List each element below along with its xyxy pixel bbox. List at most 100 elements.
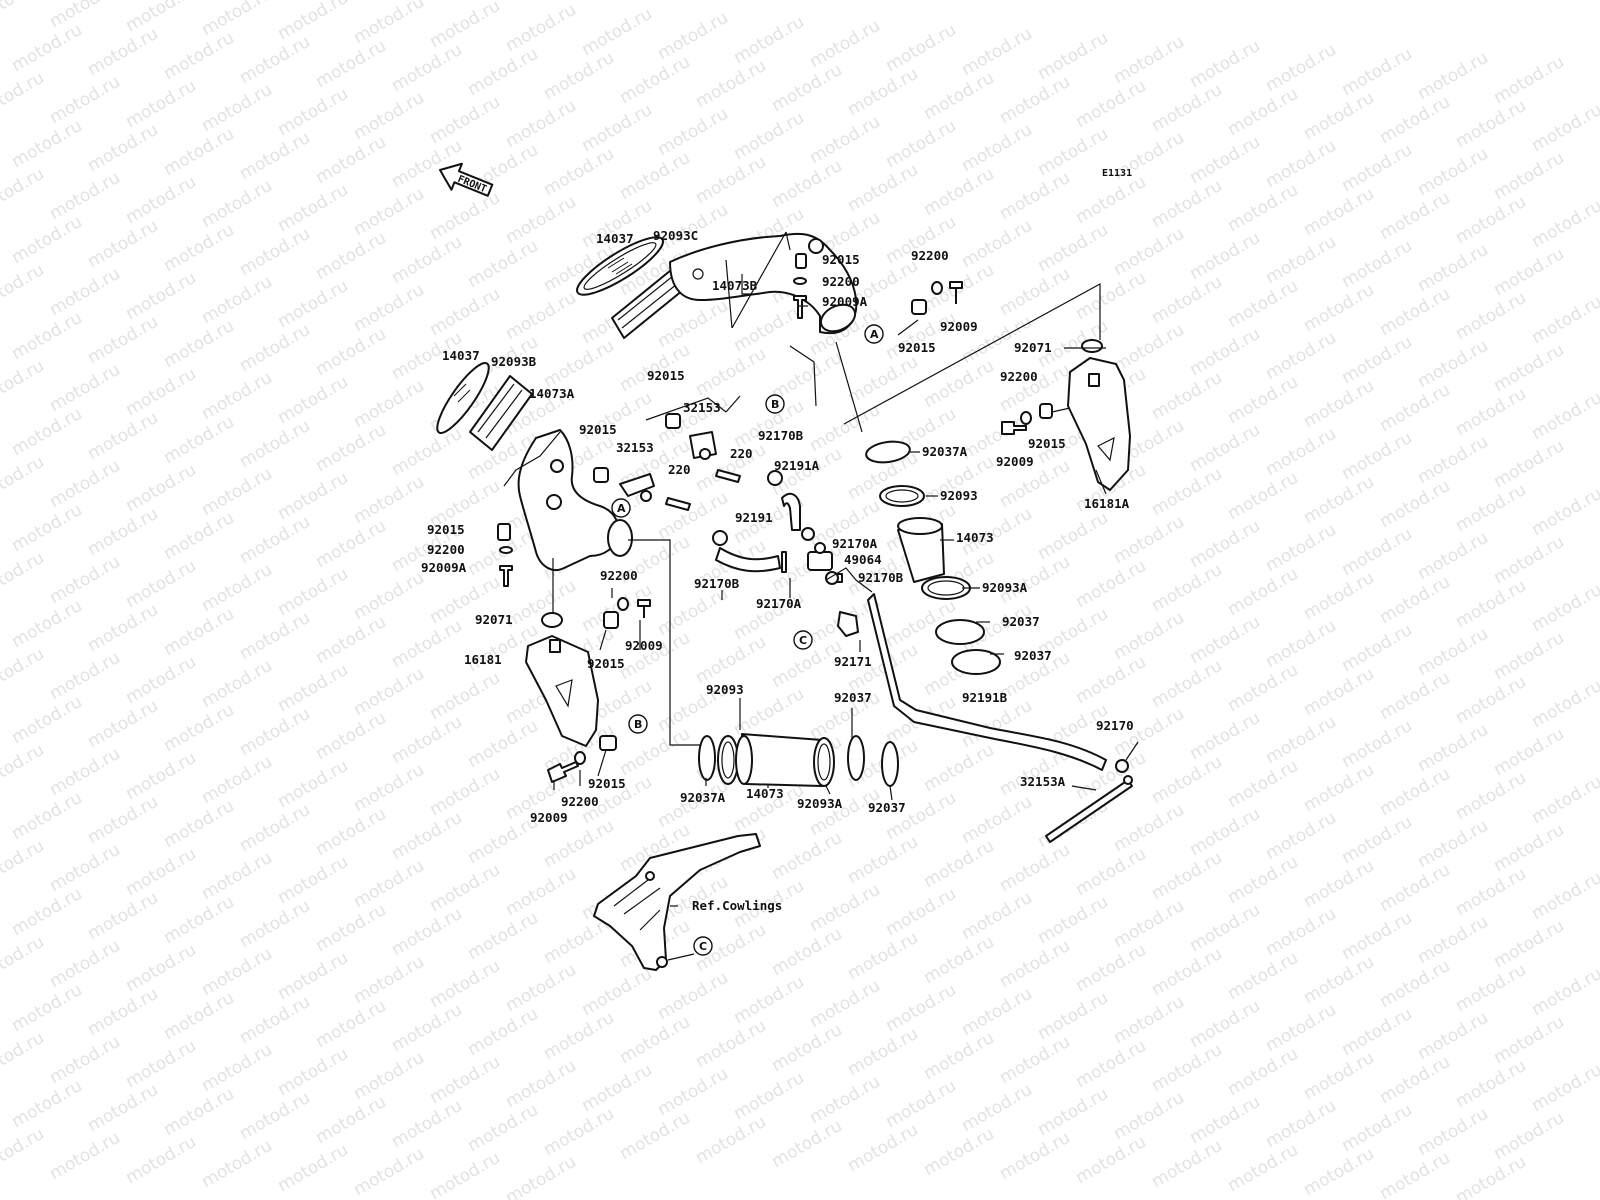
label-92015-b: 92015 bbox=[898, 340, 936, 355]
label-32153A: 32153A bbox=[1020, 774, 1066, 789]
label-14037-l: 14037 bbox=[442, 348, 480, 363]
label-92015-r: 92015 bbox=[1028, 436, 1066, 451]
label-92200-r: 92200 bbox=[1000, 369, 1038, 384]
front-arrow-icon: FRONT bbox=[439, 162, 494, 197]
callout-a-left: A bbox=[611, 498, 631, 518]
label-92015-a: 92015 bbox=[822, 252, 860, 267]
label-92037-d: 92037 bbox=[868, 800, 906, 815]
label-92200-e: 92200 bbox=[427, 542, 465, 557]
label-92037-c: 92037 bbox=[834, 690, 872, 705]
label-16181: 16181 bbox=[464, 652, 502, 667]
label-92191B: 92191B bbox=[962, 690, 1008, 705]
label-32153-b: 32153 bbox=[616, 440, 654, 455]
clamp-92037A-bottom bbox=[698, 735, 716, 781]
pipe-32153A bbox=[1045, 775, 1133, 843]
seal-92093-right bbox=[879, 485, 925, 507]
svg-text:A: A bbox=[870, 328, 879, 341]
label-49064: 49064 bbox=[844, 552, 882, 567]
clamp-92037-right-a bbox=[935, 619, 985, 645]
label-92093C: 92093C bbox=[653, 228, 698, 243]
callout-c-mid: C bbox=[793, 630, 813, 650]
hose-92191B bbox=[867, 593, 1107, 771]
label-220-a: 220 bbox=[730, 446, 753, 461]
label-14037-top: 14037 bbox=[596, 231, 634, 246]
filter-element-top bbox=[576, 236, 664, 296]
label-14073B: 14073B bbox=[712, 278, 758, 293]
label-92093-a: 92093 bbox=[940, 488, 978, 503]
hose-14073-bottom bbox=[735, 733, 823, 787]
label-ref-cowlings: Ref.Cowlings bbox=[692, 898, 782, 913]
clamp-92037-bottom-a bbox=[847, 735, 865, 781]
label-92170A-b: 92170A bbox=[756, 596, 802, 611]
callout-c-bottom: C bbox=[693, 936, 713, 956]
figure-code: E1131 bbox=[1102, 168, 1132, 179]
label-92037-b: 92037 bbox=[1014, 648, 1052, 663]
label-92009A-a: 92009A bbox=[822, 294, 868, 309]
hose-92191 bbox=[715, 547, 781, 573]
label-32153-a: 32153 bbox=[683, 400, 721, 415]
label-92200-g: 92200 bbox=[561, 794, 599, 809]
air-duct-left bbox=[517, 429, 633, 571]
clip-92170 bbox=[1115, 759, 1129, 773]
clamp-92037A-right bbox=[865, 440, 911, 464]
bracket-92171 bbox=[837, 611, 859, 637]
label-220-b: 220 bbox=[668, 462, 691, 477]
fasteners bbox=[497, 253, 1103, 783]
label-92037-a: 92037 bbox=[1002, 614, 1040, 629]
label-16181A: 16181A bbox=[1084, 496, 1130, 511]
leader-lines bbox=[503, 231, 1139, 961]
callout-b-bottom: B bbox=[628, 714, 648, 734]
label-92093B: 92093B bbox=[491, 354, 537, 369]
label-92170: 92170 bbox=[1096, 718, 1134, 733]
label-92071-f: 92071 bbox=[475, 612, 513, 627]
label-92170B-a: 92170B bbox=[758, 428, 804, 443]
label-92093-b: 92093 bbox=[706, 682, 744, 697]
svg-text:B: B bbox=[634, 718, 642, 731]
label-92191A: 92191A bbox=[774, 458, 820, 473]
filter-element-left bbox=[436, 362, 490, 434]
clamp-92037-right-b bbox=[951, 649, 1001, 675]
cowling-frame bbox=[593, 833, 761, 971]
label-92015-f: 92015 bbox=[587, 656, 625, 671]
svg-text:B: B bbox=[771, 398, 779, 411]
label-92009-b: 92009 bbox=[940, 319, 978, 334]
label-92071-r: 92071 bbox=[1014, 340, 1052, 355]
label-92015-e: 92015 bbox=[427, 522, 465, 537]
label-92170A-a: 92170A bbox=[832, 536, 878, 551]
callout-a-top: A bbox=[864, 324, 884, 344]
hose-92191A bbox=[781, 492, 801, 531]
label-92015-c: 92015 bbox=[647, 368, 685, 383]
label-14073-b: 14073 bbox=[746, 786, 784, 801]
label-92037A-a: 92037A bbox=[922, 444, 968, 459]
label-92015-g: 92015 bbox=[588, 776, 626, 791]
label-92171: 92171 bbox=[834, 654, 872, 669]
air-duct-upper bbox=[669, 232, 858, 335]
label-92200-f: 92200 bbox=[600, 568, 638, 583]
label-92037A-b: 92037A bbox=[680, 790, 726, 805]
label-92200-a: 92200 bbox=[822, 274, 860, 289]
label-92015-d: 92015 bbox=[579, 422, 617, 437]
label-92170B-b: 92170B bbox=[858, 570, 904, 585]
label-92170B-c: 92170B bbox=[694, 576, 740, 591]
label-14073A: 14073A bbox=[529, 386, 575, 401]
label-92093A-b: 92093A bbox=[797, 796, 843, 811]
clamp-92037-bottom-b bbox=[881, 741, 899, 787]
callout-b-top: B bbox=[765, 394, 785, 414]
label-92009-r: 92009 bbox=[996, 454, 1034, 469]
label-92191: 92191 bbox=[735, 510, 773, 525]
side-cover-right bbox=[1067, 357, 1131, 491]
side-cover-left bbox=[525, 635, 599, 747]
hose-14073-right bbox=[897, 517, 945, 583]
label-92009A-e: 92009A bbox=[421, 560, 467, 575]
label-92009-f: 92009 bbox=[625, 638, 663, 653]
label-92093A-a: 92093A bbox=[982, 580, 1028, 595]
svg-text:A: A bbox=[617, 502, 626, 515]
filter-frame-left bbox=[469, 375, 533, 451]
part-labels: 14037 92093C 14073B 92015 92200 92009A 9… bbox=[421, 228, 1134, 913]
label-92200-b: 92200 bbox=[911, 248, 949, 263]
seal-92093A-bottom bbox=[813, 737, 835, 787]
label-92009-g: 92009 bbox=[530, 810, 568, 825]
svg-text:C: C bbox=[699, 940, 707, 953]
label-14073-a: 14073 bbox=[956, 530, 994, 545]
